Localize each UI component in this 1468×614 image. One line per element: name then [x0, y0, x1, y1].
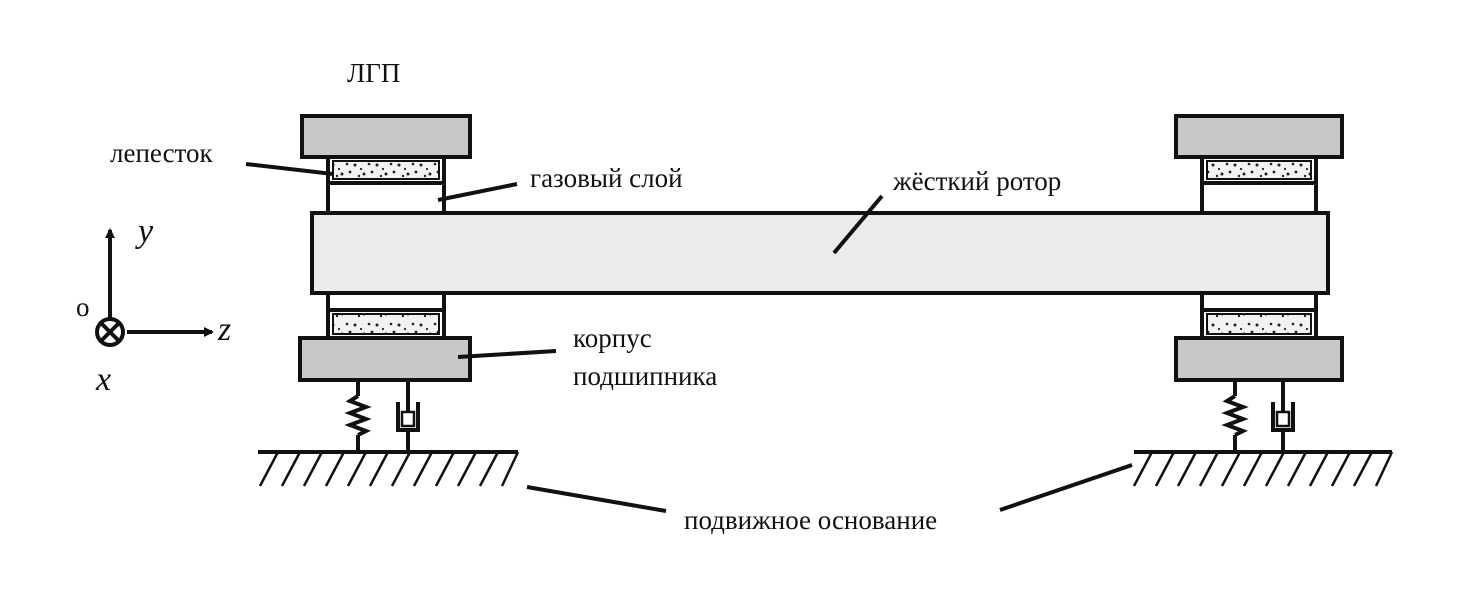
- left-top-foil: [332, 160, 440, 180]
- y-axis-label: y: [135, 213, 154, 250]
- right-bottom-housing: [1174, 336, 1344, 382]
- origin-label: o: [76, 292, 90, 322]
- rotor-label: жёсткий ротор: [892, 166, 1061, 196]
- left-damper: [396, 380, 420, 452]
- left-top-housing: [300, 114, 472, 159]
- rotor-leader-line: [832, 194, 884, 255]
- base-label: подвижное основание: [684, 505, 937, 535]
- housing-label-line1: корпус: [573, 323, 652, 353]
- right-ground: [1132, 450, 1394, 487]
- left-bottom-housing: [298, 336, 472, 382]
- left-ground: [258, 450, 520, 487]
- gas-layer-leader-line: [437, 182, 518, 202]
- left-spring: [344, 380, 372, 452]
- right-bottom-foil: [1206, 313, 1312, 335]
- gas-layer-label: газовый слой: [530, 163, 683, 193]
- left-bottom-foil: [332, 313, 440, 335]
- lgp-label: ЛГП: [347, 58, 400, 88]
- housing-leader-line: [457, 349, 557, 359]
- rigid-rotor: [310, 211, 1330, 295]
- foil-label: лепесток: [110, 138, 213, 168]
- right-bearing: [1132, 114, 1394, 487]
- x-axis-into-page-icon: [95, 317, 125, 347]
- base-leader-line-left: [526, 485, 667, 513]
- housing-label-line2: подшипника: [573, 361, 717, 391]
- left-bearing: [258, 114, 520, 487]
- base-leader-line-right: [999, 463, 1133, 512]
- right-top-housing: [1174, 114, 1344, 159]
- right-top-foil: [1206, 160, 1312, 180]
- coordinate-axes: y z x o: [76, 213, 231, 398]
- foil-leader-line: [245, 162, 334, 176]
- right-damper: [1271, 380, 1295, 452]
- x-axis-label: x: [95, 361, 111, 398]
- z-axis-label: z: [217, 311, 231, 348]
- right-spring: [1221, 380, 1249, 452]
